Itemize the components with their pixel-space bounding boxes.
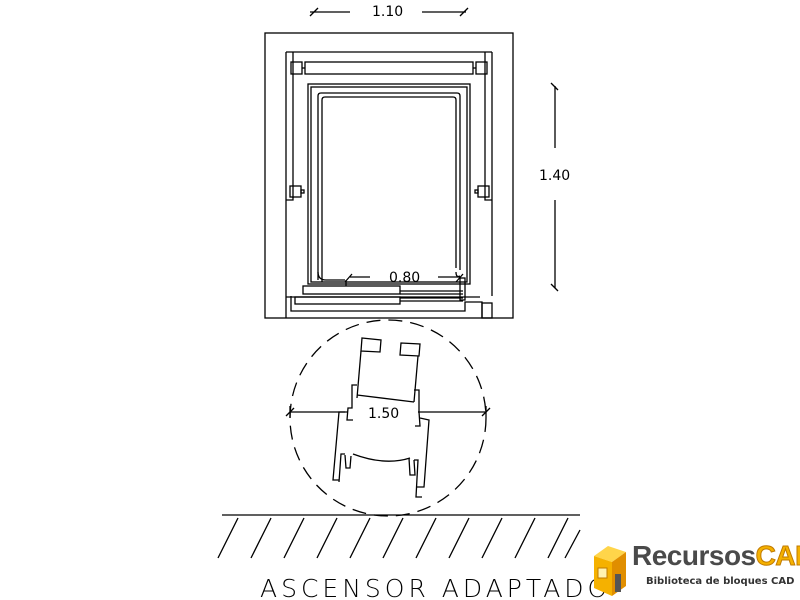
recursoscad-watermark: RecursosCAD Biblioteca de bloques CAD [590, 538, 800, 598]
dim-label-width: 1.10 [372, 4, 403, 20]
dimension-circle [285, 406, 491, 418]
dim-label-circle: 1.50 [368, 406, 399, 422]
dimension-depth [550, 82, 559, 292]
dim-label-door: 0.80 [389, 270, 420, 286]
elevator-door [286, 277, 493, 319]
brand-name: RecursosCAD [632, 540, 800, 572]
elevator-shaft [264, 32, 514, 319]
elevator-cabin [307, 83, 471, 285]
wheelchair [332, 337, 430, 498]
ground-hatch [217, 514, 581, 559]
brand-tagline: Biblioteca de bloques CAD [646, 576, 795, 587]
dimension-width [309, 7, 469, 17]
dim-label-depth: 1.40 [539, 168, 570, 184]
drawing-title: ASCENSOR ADAPTADO [260, 574, 611, 600]
dimension-door [344, 273, 464, 283]
cube-logo-icon [594, 546, 626, 596]
